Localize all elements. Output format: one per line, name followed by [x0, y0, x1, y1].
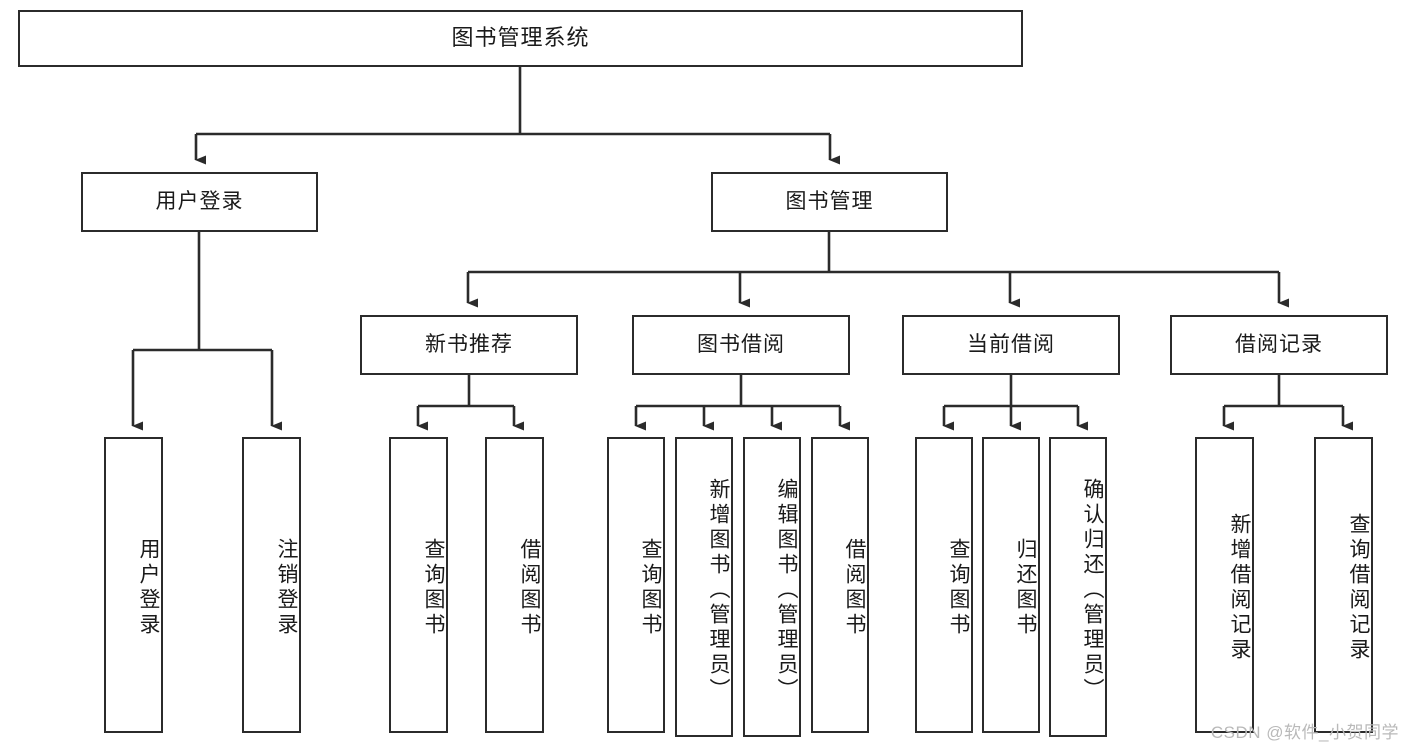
leaf-book-borrow-query-book[interactable]: 查询图书 — [607, 437, 665, 733]
leaf-book-borrow-edit-book-admin[interactable]: 编辑图书（管理员） — [743, 437, 801, 737]
node-book-management[interactable]: 图书管理 — [711, 172, 948, 232]
node-user-login[interactable]: 用户登录 — [81, 172, 318, 232]
node-new-book-recommend[interactable]: 新书推荐 — [360, 315, 578, 375]
leaf-book-borrow-add-book-admin[interactable]: 新增图书（管理员） — [675, 437, 733, 737]
leaf-new-book-query-book[interactable]: 查询图书 — [389, 437, 448, 733]
csdn-watermark: CSDN @软件_小贺同学 — [1210, 723, 1399, 742]
leaf-current-borrow-query-book[interactable]: 查询图书 — [915, 437, 973, 733]
node-root-book-management-system[interactable]: 图书管理系统 — [18, 10, 1023, 67]
leaf-user-login-login[interactable]: 用户登录 — [104, 437, 163, 733]
leaf-user-login-logout[interactable]: 注销登录 — [242, 437, 301, 733]
node-current-borrow[interactable]: 当前借阅 — [902, 315, 1120, 375]
leaf-current-borrow-return-book[interactable]: 归还图书 — [982, 437, 1040, 733]
node-borrow-record[interactable]: 借阅记录 — [1170, 315, 1388, 375]
leaf-new-book-borrow-book[interactable]: 借阅图书 — [485, 437, 544, 733]
leaf-borrow-record-query-record[interactable]: 查询借阅记录 — [1314, 437, 1373, 733]
node-book-borrow[interactable]: 图书借阅 — [632, 315, 850, 375]
leaf-current-borrow-confirm-return-admin[interactable]: 确认归还（管理员） — [1049, 437, 1107, 737]
leaf-book-borrow-borrow-book[interactable]: 借阅图书 — [811, 437, 869, 733]
leaf-borrow-record-add-record[interactable]: 新增借阅记录 — [1195, 437, 1254, 733]
